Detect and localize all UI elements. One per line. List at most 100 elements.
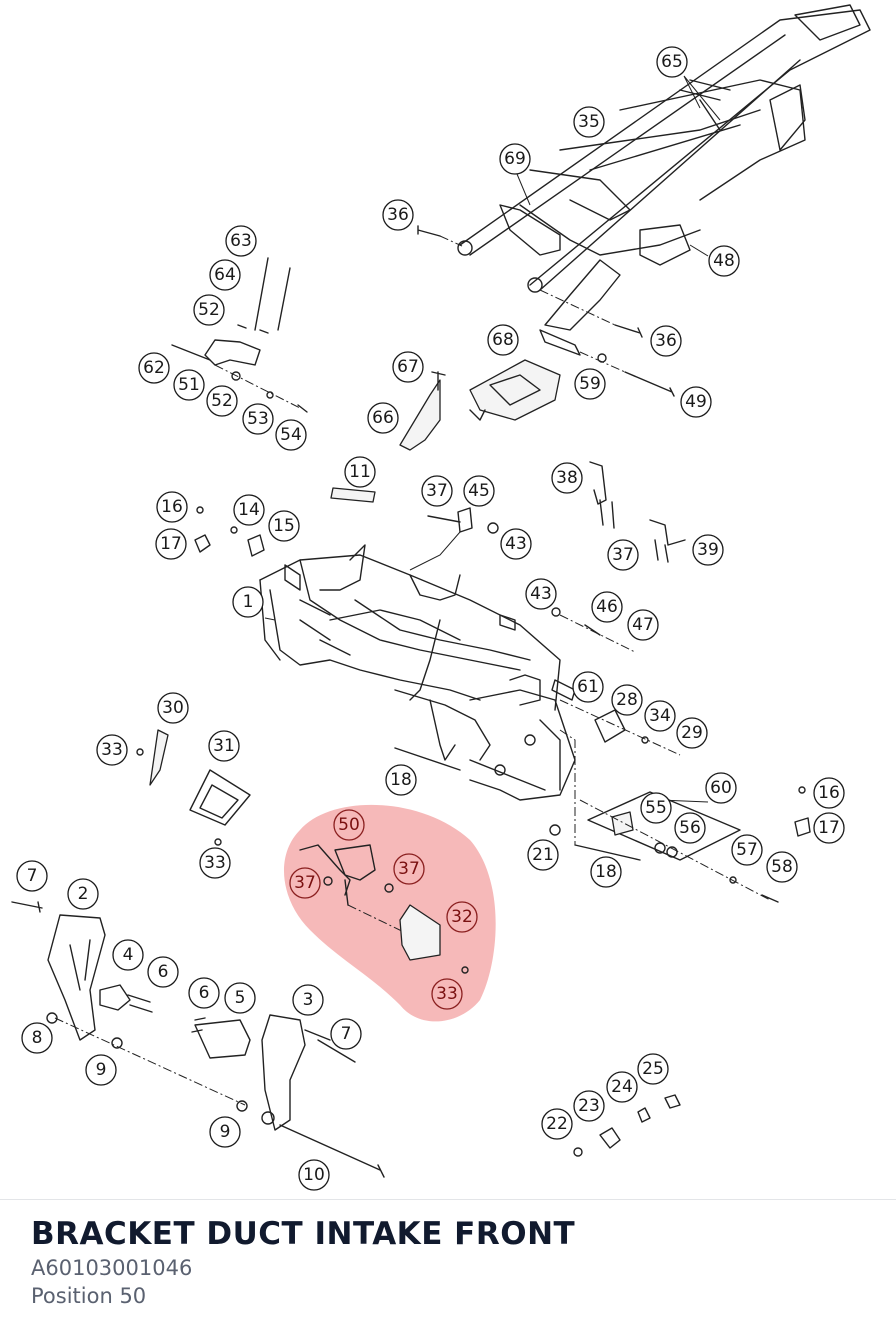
svg-text:16: 16	[818, 783, 840, 803]
callout-39[interactable]: 39	[692, 534, 724, 566]
callout-33-c[interactable]: 33	[431, 978, 463, 1010]
svg-text:32: 32	[451, 907, 473, 927]
callout-6-b[interactable]: 6	[188, 977, 220, 1009]
callout-47[interactable]: 47	[627, 609, 659, 641]
svg-text:2: 2	[78, 884, 89, 904]
callout-57[interactable]: 57	[731, 834, 763, 866]
callout-69[interactable]: 69	[499, 143, 531, 175]
callout-36-b[interactable]: 36	[650, 325, 682, 357]
part-fastener-45	[409, 507, 499, 571]
callout-37-c[interactable]: 37	[289, 867, 321, 899]
main-frame-fasteners	[194, 506, 681, 861]
callout-2[interactable]: 2	[67, 878, 99, 910]
callout-35[interactable]: 35	[573, 106, 605, 138]
callout-14[interactable]: 14	[233, 494, 265, 526]
callout-28[interactable]: 28	[611, 684, 643, 716]
part-bracket-51	[171, 257, 308, 413]
callout-65[interactable]: 65	[656, 46, 688, 78]
svg-text:24: 24	[611, 1077, 633, 1097]
callout-48[interactable]: 48	[708, 245, 740, 277]
callout-66[interactable]: 66	[367, 402, 399, 434]
callout-10[interactable]: 10	[298, 1159, 330, 1191]
svg-text:39: 39	[697, 540, 719, 560]
svg-text:63: 63	[230, 231, 252, 251]
rear-subframe	[457, 4, 871, 356]
callout-37-b[interactable]: 37	[607, 539, 639, 571]
part-bar-11	[330, 487, 376, 503]
callout-8[interactable]: 8	[21, 1022, 53, 1054]
callout-32[interactable]: 32	[446, 901, 478, 933]
callout-37[interactable]: 37	[421, 475, 453, 507]
callout-11[interactable]: 11	[344, 456, 376, 488]
callout-6[interactable]: 6	[147, 956, 179, 988]
callout-54[interactable]: 54	[275, 419, 307, 451]
svg-text:50: 50	[338, 815, 360, 835]
callout-46[interactable]: 46	[591, 591, 623, 623]
svg-text:14: 14	[238, 500, 260, 520]
callout-64[interactable]: 64	[209, 259, 241, 291]
callout-17[interactable]: 17	[155, 528, 187, 560]
svg-text:11: 11	[349, 462, 371, 482]
callout-16[interactable]: 16	[156, 491, 188, 523]
callout-17-b[interactable]: 17	[813, 812, 845, 844]
callout-45[interactable]: 45	[463, 475, 495, 507]
part-cover-31	[136, 729, 251, 846]
callout-15[interactable]: 15	[268, 510, 300, 542]
callout-58[interactable]: 58	[766, 851, 798, 883]
callout-16-b[interactable]: 16	[813, 777, 845, 809]
callout-52[interactable]: 52	[193, 294, 225, 326]
callout-60[interactable]: 60	[705, 772, 737, 804]
callout-63[interactable]: 63	[225, 225, 257, 257]
callout-67[interactable]: 67	[392, 351, 424, 383]
callout-22[interactable]: 22	[541, 1108, 573, 1140]
callout-18-b[interactable]: 18	[590, 856, 622, 888]
callout-36[interactable]: 36	[382, 199, 414, 231]
svg-text:53: 53	[247, 409, 269, 429]
callout-49[interactable]: 49	[680, 386, 712, 418]
callout-62[interactable]: 62	[138, 352, 170, 384]
callout-18[interactable]: 18	[385, 764, 417, 796]
callout-29[interactable]: 29	[676, 717, 708, 749]
part-bracket-duct-intake-front	[299, 844, 469, 974]
callout-53[interactable]: 53	[242, 403, 274, 435]
callout-31[interactable]: 31	[208, 730, 240, 762]
callout-21[interactable]: 21	[527, 839, 559, 871]
svg-text:29: 29	[681, 723, 703, 743]
callout-50-selected[interactable]: 50	[333, 809, 365, 841]
part-bracket-68	[469, 359, 561, 421]
svg-text:36: 36	[387, 205, 409, 225]
callout-37-d[interactable]: 37	[393, 853, 425, 885]
callout-33[interactable]: 33	[96, 734, 128, 766]
svg-text:37: 37	[294, 873, 316, 893]
callout-23[interactable]: 23	[573, 1090, 605, 1122]
svg-text:10: 10	[303, 1165, 325, 1185]
callout-3[interactable]: 3	[292, 984, 324, 1016]
callout-43[interactable]: 43	[500, 528, 532, 560]
callout-34[interactable]: 34	[644, 700, 676, 732]
callout-9[interactable]: 9	[85, 1054, 117, 1086]
callout-59[interactable]: 59	[574, 368, 606, 400]
callout-61[interactable]: 61	[572, 671, 604, 703]
callout-5[interactable]: 5	[224, 982, 256, 1014]
callout-1[interactable]: 1	[232, 586, 264, 618]
svg-text:36: 36	[655, 331, 677, 351]
callout-9-b[interactable]: 9	[209, 1116, 241, 1148]
callout-7-b[interactable]: 7	[330, 1018, 362, 1050]
callout-51[interactable]: 51	[173, 369, 205, 401]
callout-7[interactable]: 7	[16, 860, 48, 892]
callout-30[interactable]: 30	[157, 692, 189, 724]
callout-33-b[interactable]: 33	[199, 847, 231, 879]
svg-text:54: 54	[280, 425, 302, 445]
callout-43-b[interactable]: 43	[525, 578, 557, 610]
part-position: Position 50	[31, 1284, 147, 1308]
callout-4[interactable]: 4	[112, 939, 144, 971]
callout-56[interactable]: 56	[674, 812, 706, 844]
callout-24[interactable]: 24	[606, 1071, 638, 1103]
svg-text:69: 69	[504, 149, 526, 169]
svg-text:33: 33	[436, 984, 458, 1004]
callout-68[interactable]: 68	[487, 324, 519, 356]
callout-52-b[interactable]: 52	[206, 385, 238, 417]
callout-55[interactable]: 55	[640, 792, 672, 824]
callout-25[interactable]: 25	[637, 1053, 669, 1085]
callout-38[interactable]: 38	[551, 462, 583, 494]
